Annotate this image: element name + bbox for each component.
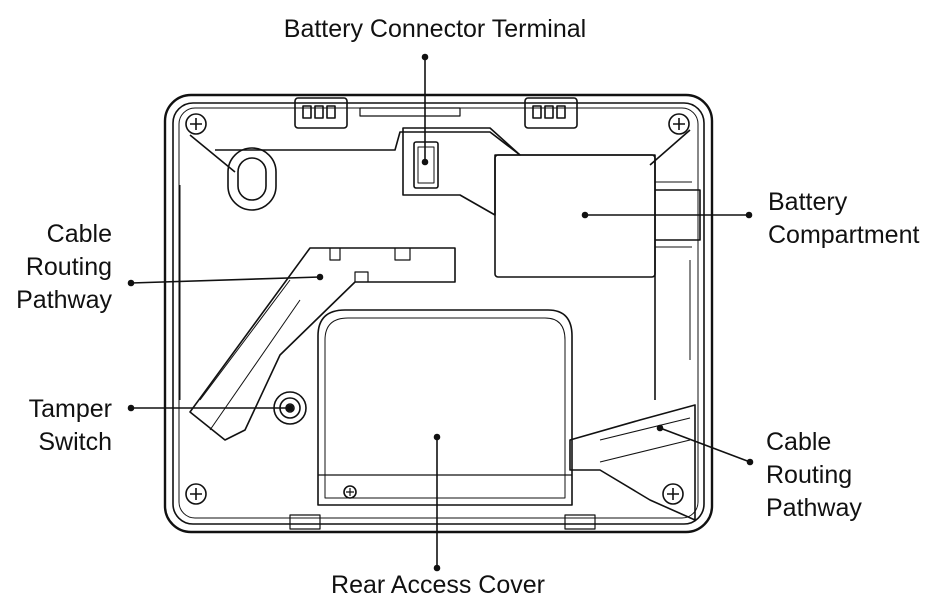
leader-cable-left <box>127 273 324 287</box>
leader-tamper <box>127 404 294 412</box>
screw-bottom-left <box>185 483 207 505</box>
leader-cable-right <box>656 424 754 466</box>
top-clip-right <box>524 97 578 129</box>
cable-routing-pathway-right <box>569 404 696 521</box>
housing-inner <box>172 102 705 525</box>
label-rear-access-cover: Rear Access Cover <box>331 571 545 599</box>
mounting-keyhole <box>227 147 277 211</box>
leader-battery-connector <box>421 53 429 166</box>
connector-port <box>413 141 439 189</box>
screw-top-right <box>668 113 690 135</box>
cover-screw <box>343 485 357 499</box>
screw-bottom-right <box>662 483 684 505</box>
housing-outer <box>163 93 714 534</box>
label-tamper-switch: Tamper Switch <box>28 395 112 456</box>
label-battery-connector-terminal: Battery Connector Terminal <box>283 15 587 43</box>
screw-top-left <box>185 113 207 135</box>
leader-battery-compartment <box>581 211 753 219</box>
leader-rear-cover <box>433 433 441 572</box>
battery-compartment-box <box>494 154 656 278</box>
label-cable-routing-pathway-right: Cable Routing Pathway <box>766 428 862 522</box>
rear-access-cover <box>317 309 573 506</box>
label-battery-compartment: Battery Compartment <box>768 188 920 249</box>
label-cable-routing-pathway-left: Cable Routing Pathway <box>16 220 112 314</box>
top-clip-left <box>294 97 348 129</box>
